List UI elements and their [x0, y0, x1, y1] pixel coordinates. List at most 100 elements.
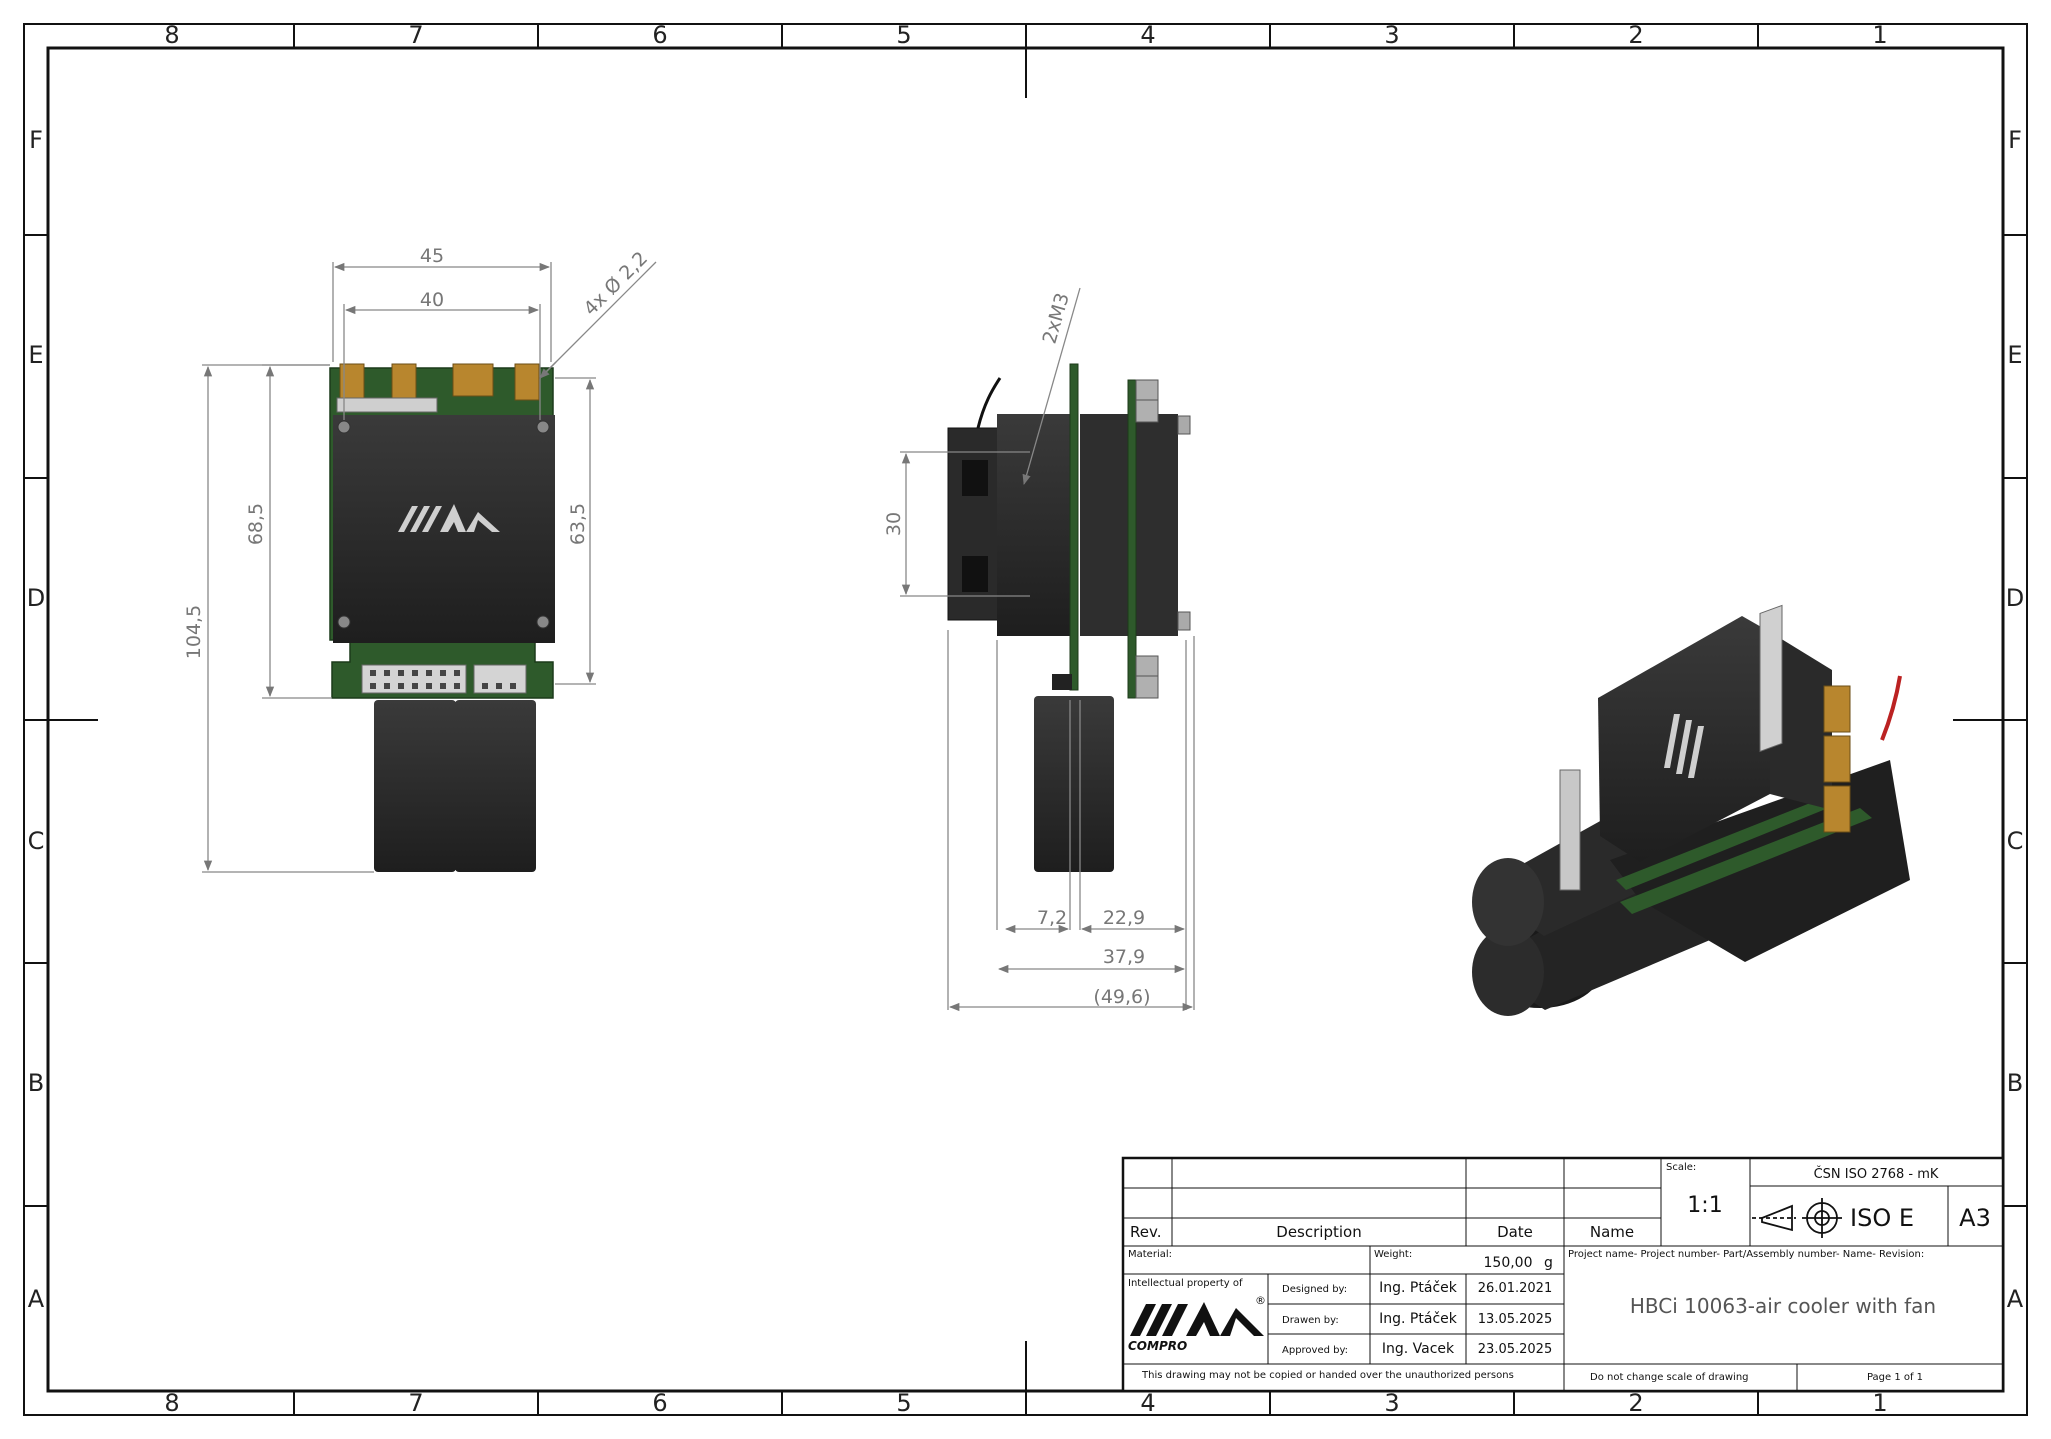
- approved-by-name: Ing. Vacek: [1382, 1341, 1455, 1357]
- side-screw-top: [1177, 415, 1191, 435]
- front-view: 45 40 4x Ø 2,2 104,5 68,5 63,5: [183, 245, 657, 873]
- zone-col-top-4: 4: [1140, 21, 1155, 49]
- project-header: Project name- Project number- Part/Assem…: [1568, 1249, 1924, 1260]
- rev-header: Rev.: [1130, 1223, 1161, 1241]
- zone-col-bottom-5: 5: [896, 1389, 911, 1417]
- side-pcb-1: [1069, 363, 1079, 691]
- side-dimension-lines: [900, 287, 1195, 1012]
- dim-height-63-5: 63,5: [567, 503, 589, 545]
- isometric-view: [1472, 604, 1910, 1016]
- zone-row-right-E: E: [2007, 341, 2022, 369]
- company-logo-icon: [1130, 1302, 1264, 1336]
- side-terminal-4: [1135, 675, 1159, 699]
- side-capacitor: [1034, 696, 1114, 872]
- iso-connector-left: [1559, 769, 1581, 891]
- side-pcb-2: [1127, 379, 1137, 699]
- zone-col-top-8: 8: [164, 21, 179, 49]
- side-stub: [1052, 674, 1072, 690]
- drawn-by-label: Drawen by:: [1282, 1315, 1339, 1326]
- iso-logo-icon: [1664, 714, 1704, 778]
- weight-unit: g: [1544, 1255, 1553, 1271]
- dim-thread-2xm3: 2xM3: [1039, 290, 1074, 346]
- zone-ticks: [24, 24, 2027, 1415]
- gold-terminal-4: [514, 363, 540, 401]
- company-logo-text: COMPRO: [1128, 1339, 1187, 1353]
- dim-height-68-5: 68,5: [245, 503, 267, 545]
- zone-col-top-1: 1: [1872, 21, 1887, 49]
- zone-col-top-5: 5: [896, 21, 911, 49]
- screw-heads: [337, 420, 550, 629]
- capacitor-left: [374, 700, 456, 872]
- dim-side-37-9: 37,9: [1103, 946, 1145, 968]
- zone-col-bottom-7: 7: [408, 1389, 423, 1417]
- capacitor-right: [455, 700, 536, 872]
- drawn-by-name: Ing. Ptáček: [1379, 1311, 1458, 1327]
- sheet-size: A3: [1959, 1204, 1991, 1232]
- fan-cable: [976, 377, 1002, 429]
- zone-labels: 8 7 6 5 4 3 2 1 8 7 6 5 4 3 2 1 F E D C …: [27, 21, 2024, 1417]
- iso-capacitor-upper-end: [1472, 858, 1544, 946]
- approved-by-label: Approved by:: [1282, 1345, 1348, 1356]
- tolerance-standard: ČSN ISO 2768 - mK: [1814, 1166, 1939, 1182]
- iso-pcb-strip-2: [1616, 792, 1848, 890]
- weight-label: Weight:: [1374, 1249, 1412, 1260]
- side-terminal-3: [1135, 655, 1159, 679]
- dim-width-45: 45: [420, 245, 444, 267]
- connector-top: [336, 397, 438, 413]
- zone-row-right-A: A: [2007, 1285, 2024, 1313]
- dim-holes: 4x Ø 2,2: [579, 247, 652, 320]
- gold-terminal-2: [391, 363, 417, 401]
- zone-row-left-D: D: [27, 584, 45, 612]
- zone-row-left-C: C: [28, 827, 45, 855]
- zone-row-right-B: B: [2007, 1069, 2023, 1097]
- drawing-title: HBCi 10063-air cooler with fan: [1630, 1294, 1936, 1318]
- approved-by-date: 23.05.2025: [1478, 1342, 1552, 1357]
- designed-by-label: Designed by:: [1282, 1284, 1347, 1295]
- designed-by-name: Ing. Ptáček: [1379, 1280, 1458, 1296]
- zone-row-left-F: F: [29, 126, 43, 154]
- dim-side-49-6: (49,6): [1093, 986, 1150, 1008]
- zone-row-left-B: B: [28, 1069, 44, 1097]
- dim-side-7-2: 7,2: [1037, 907, 1067, 929]
- iso-pcb-strip: [1620, 808, 1872, 914]
- dim-width-40: 40: [420, 289, 444, 311]
- zone-row-right-F: F: [2008, 126, 2022, 154]
- iso-side-face: [1770, 632, 1832, 810]
- front-logo-icon: [398, 504, 500, 532]
- gold-terminal-3: [452, 363, 494, 397]
- zone-col-top-7: 7: [408, 21, 423, 49]
- zone-col-top-3: 3: [1384, 21, 1399, 49]
- designed-by-date: 26.01.2021: [1478, 1281, 1552, 1296]
- fan-slot-1: [962, 460, 988, 496]
- zone-row-right-D: D: [2006, 584, 2024, 612]
- zone-col-bottom-3: 3: [1384, 1389, 1399, 1417]
- zone-col-top-6: 6: [652, 21, 667, 49]
- scale-value: 1:1: [1687, 1193, 1722, 1218]
- date-header: Date: [1497, 1223, 1533, 1241]
- iso-red-cable: [1880, 675, 1902, 741]
- side-heatsink: [997, 414, 1072, 636]
- iso-gold-terminals: [1823, 685, 1851, 833]
- iso-connector-top: [1759, 604, 1783, 753]
- side-screw-bottom: [1177, 611, 1191, 631]
- zone-col-top-2: 2: [1628, 21, 1643, 49]
- projection-standard: ISO E: [1850, 1204, 1914, 1232]
- zone-col-bottom-2: 2: [1628, 1389, 1643, 1417]
- copy-notice: This drawing may not be copied or handed…: [1141, 1370, 1514, 1381]
- side-terminal-2: [1135, 399, 1159, 423]
- projection-symbol-icon: [1752, 1198, 1842, 1238]
- side-view: 2xM3 30 7,2 22,9 37,9 (49,6): [883, 287, 1195, 1012]
- zone-row-left-E: E: [28, 341, 43, 369]
- dim-side-22-9: 22,9: [1103, 907, 1145, 929]
- fan-slot-2: [962, 556, 988, 592]
- scale-label: Scale:: [1666, 1162, 1696, 1173]
- dim-fan-30: 30: [883, 512, 905, 536]
- zone-col-bottom-6: 6: [652, 1389, 667, 1417]
- description-header: Description: [1276, 1223, 1361, 1241]
- zone-col-bottom-4: 4: [1140, 1389, 1155, 1417]
- page-label: Page 1 of 1: [1867, 1372, 1923, 1383]
- name-header: Name: [1590, 1223, 1634, 1241]
- intellectual-property-label: Intellectual property of: [1128, 1278, 1243, 1289]
- drawn-by-date: 13.05.2025: [1478, 1312, 1552, 1327]
